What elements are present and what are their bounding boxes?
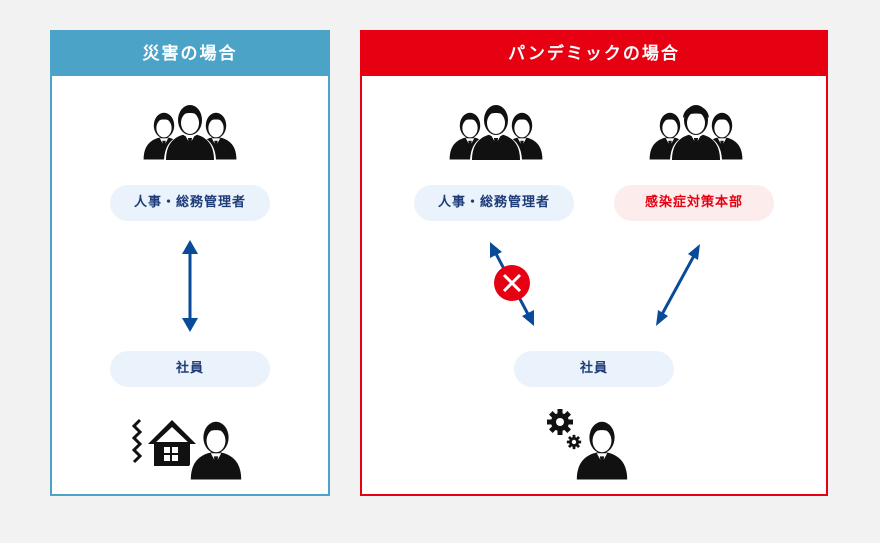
manager-label: 人事・総務管理者 xyxy=(414,185,574,221)
blocked-double-arrow-icon xyxy=(482,240,542,330)
employee-label: 社員 xyxy=(110,351,270,387)
disaster-panel-title: 災害の場合 xyxy=(52,32,328,76)
pandemic-panel-title: パンデミックの場合 xyxy=(362,32,826,76)
manager-label: 人事・総務管理者 xyxy=(110,185,270,221)
employee-label: 社員 xyxy=(514,351,674,387)
pandemic-panel: パンデミックの場合 人事・総務管理者 感染症対策本部 社員 xyxy=(360,30,828,496)
person-at-home-earthquake-icon xyxy=(132,400,252,480)
disaster-panel: 災害の場合 人事・総務管理者 社員 xyxy=(50,30,330,496)
people-group-icon xyxy=(446,96,546,172)
double-arrow-icon xyxy=(178,238,202,334)
people-group-icon xyxy=(140,96,240,172)
hq-label: 感染症対策本部 xyxy=(614,185,774,221)
people-group-female-icon xyxy=(646,96,746,172)
person-virus-icon xyxy=(542,400,642,480)
double-arrow-icon xyxy=(648,240,708,330)
